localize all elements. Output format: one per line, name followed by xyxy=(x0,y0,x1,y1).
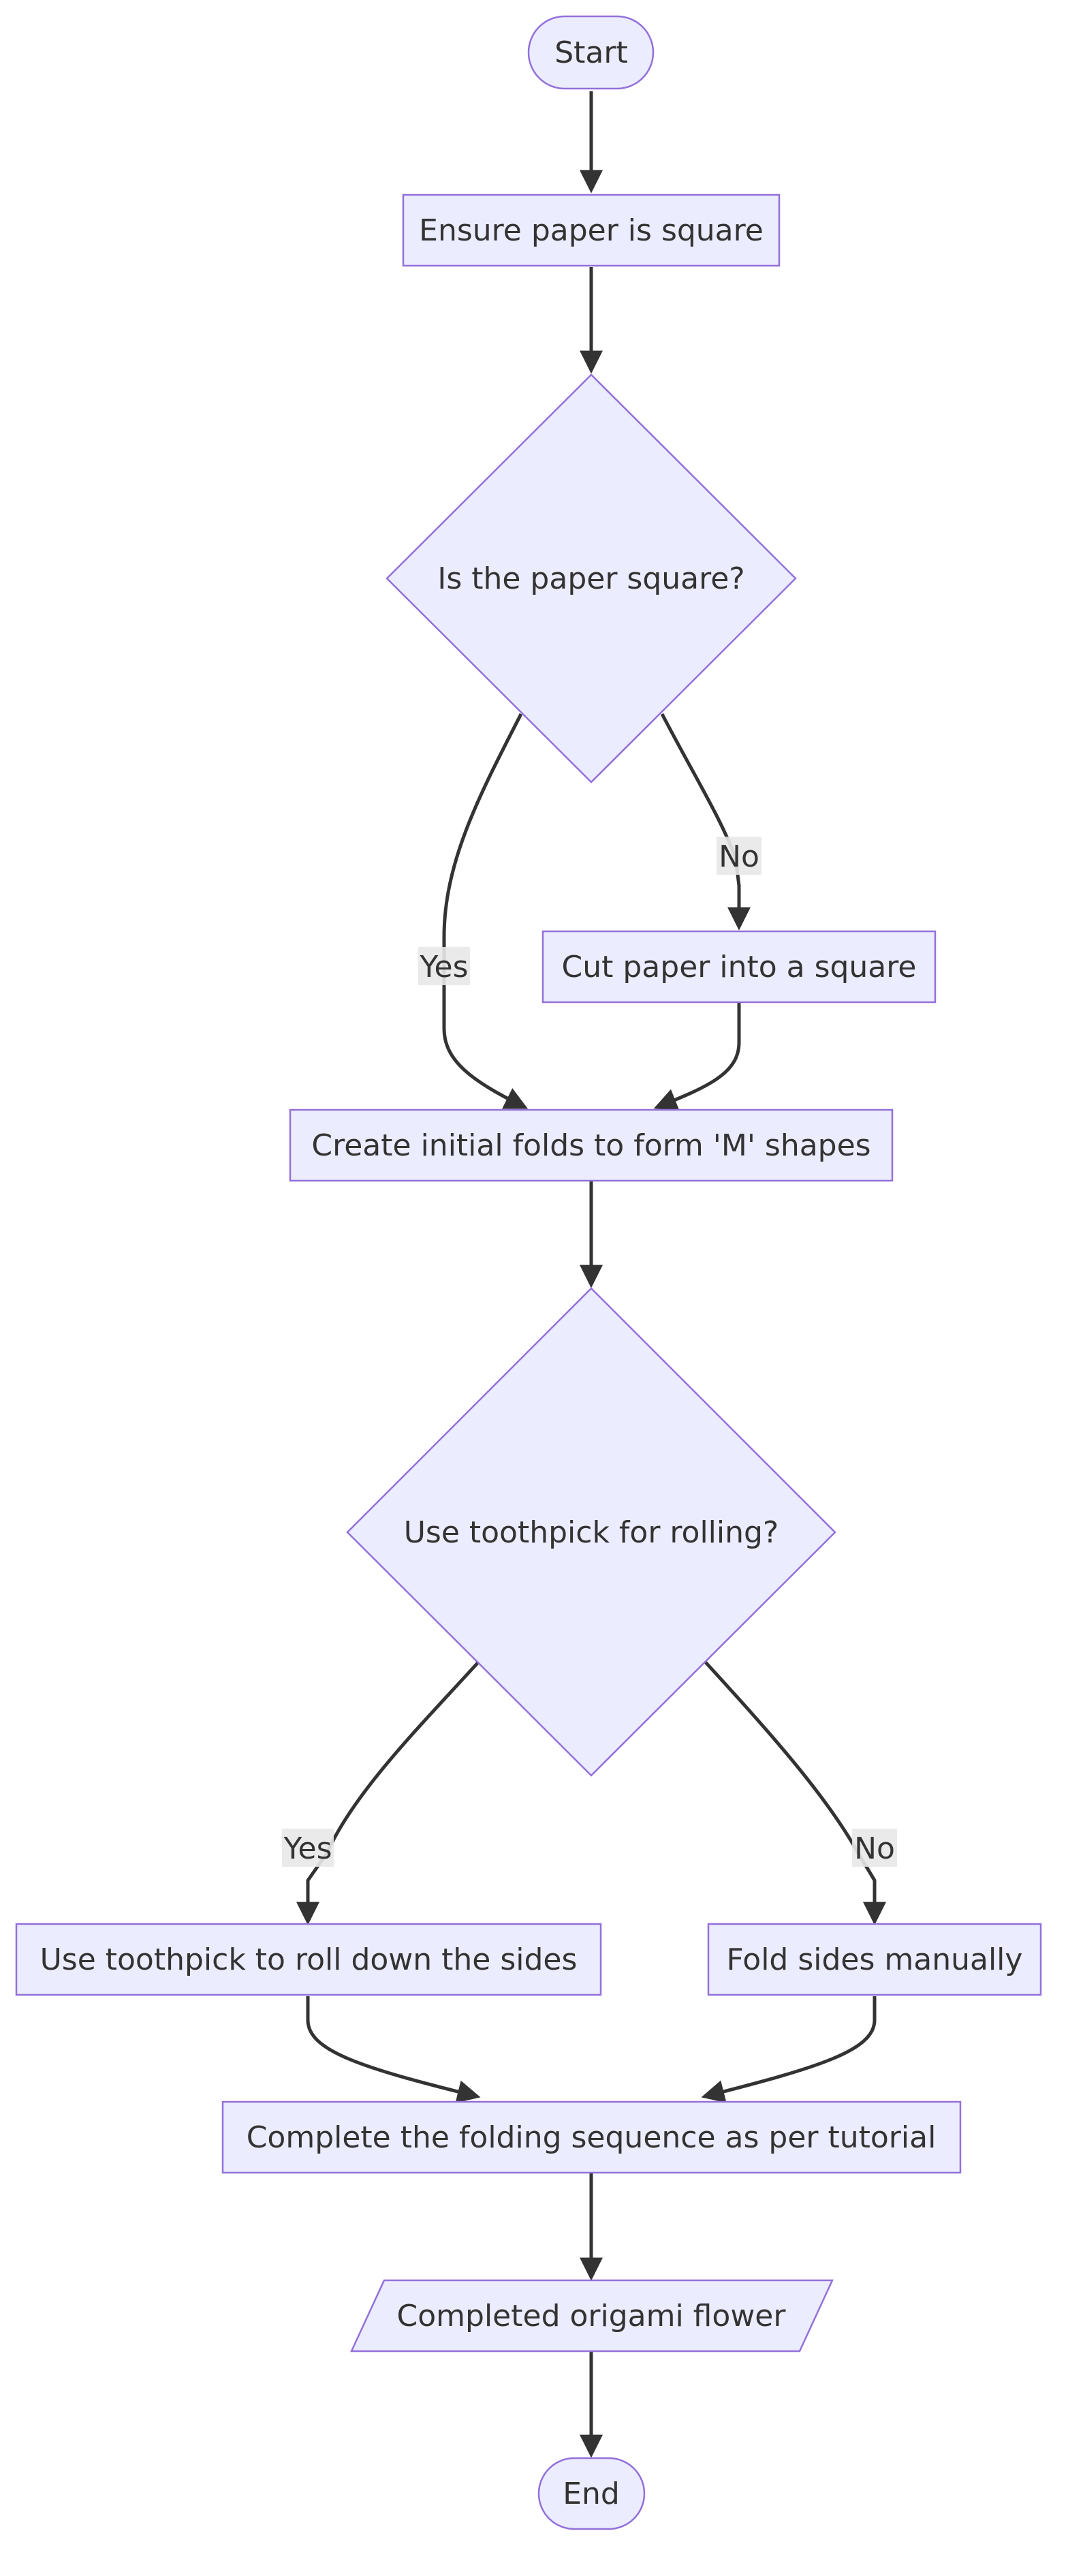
edge-decision-no xyxy=(660,713,751,931)
node-ensure-square-label: Ensure paper is square xyxy=(419,213,764,248)
node-completed-flower[interactable]: Completed origami flower xyxy=(350,2279,834,2353)
node-toothpick-roll-label: Use toothpick to roll down the sides xyxy=(40,1942,578,1977)
edge-manual-to-complete xyxy=(701,1996,877,2103)
edge-cut-to-folds xyxy=(653,1003,741,1111)
edge-toothpick-to-complete xyxy=(306,1996,481,2103)
node-toothpick-decision-label: Use toothpick for rolling? xyxy=(404,1515,779,1550)
node-completed-flower-label: Completed origami flower xyxy=(397,2299,787,2333)
node-cut-square-label: Cut paper into a square xyxy=(562,950,917,984)
svg-text:No: No xyxy=(854,1831,895,1866)
node-fold-manual[interactable]: Fold sides manually xyxy=(707,1923,1042,1996)
node-complete-sequence[interactable]: Complete the folding sequence as per tut… xyxy=(221,2100,962,2174)
edge-labels: Yes No Yes No xyxy=(282,837,897,1867)
nodes: Start Ensure paper is square Is the pape… xyxy=(15,15,1042,2530)
node-is-square-decision[interactable]: Is the paper square? xyxy=(386,373,797,783)
node-end[interactable]: End xyxy=(537,2457,646,2530)
edge-decision2-yes xyxy=(296,1661,480,1925)
node-is-square-label: Is the paper square? xyxy=(437,561,744,596)
edge-label-toothpick-yes: Yes xyxy=(282,1829,334,1867)
edge-decision2-no xyxy=(704,1661,886,1925)
svg-text:Yes: Yes xyxy=(283,1831,332,1866)
edge-label-square-no: No xyxy=(717,837,761,875)
svg-text:Yes: Yes xyxy=(419,950,468,984)
node-end-label: End xyxy=(563,2477,620,2511)
node-ensure-square[interactable]: Ensure paper is square xyxy=(402,193,781,267)
edge-decision-yes xyxy=(442,713,529,1109)
node-fold-manual-label: Fold sides manually xyxy=(727,1942,1023,1977)
edge-label-toothpick-no: No xyxy=(852,1829,897,1867)
node-start[interactable]: Start xyxy=(527,15,655,90)
svg-text:No: No xyxy=(719,839,759,874)
node-start-label: Start xyxy=(554,35,628,70)
edge-label-square-yes: Yes xyxy=(418,947,470,985)
node-cut-square[interactable]: Cut paper into a square xyxy=(541,930,937,1004)
edges xyxy=(296,91,886,2458)
node-initial-folds-label: Create initial folds to form 'M' shapes xyxy=(311,1128,870,1163)
node-complete-sequence-label: Complete the folding sequence as per tut… xyxy=(247,2120,937,2155)
node-toothpick-decision[interactable]: Use toothpick for rolling? xyxy=(346,1287,836,1777)
node-toothpick-roll[interactable]: Use toothpick to roll down the sides xyxy=(15,1923,602,1996)
node-initial-folds[interactable]: Create initial folds to form 'M' shapes xyxy=(289,1108,894,1182)
